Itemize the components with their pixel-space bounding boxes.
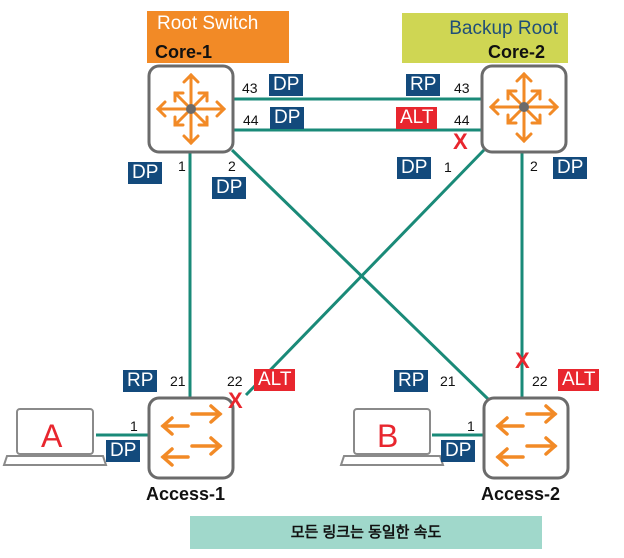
core1-port-43-role: DP [269,74,304,96]
host-a-laptop-icon[interactable] [2,408,108,466]
link-core1-access2 [230,148,490,401]
access2-port-1-role: DP [441,440,476,462]
core1-port-44-role: DP [270,107,305,129]
backup-root-label-box: Backup Root [402,13,568,63]
core1-port-1-number: 1 [178,158,186,174]
access2-port-21-role: RP [394,370,429,392]
link-core2-access1 [244,148,486,397]
access1-port-1-number: 1 [130,418,138,434]
core2-port-1-number: 1 [444,159,452,175]
host-a-label: A [41,418,63,454]
access1-port-1-role: DP [106,440,141,462]
access1-switch-icon[interactable] [147,396,235,480]
core1-name: Core-1 [155,42,213,62]
access2-port-21-number: 21 [440,373,456,389]
access1-port-21-role: RP [123,370,158,392]
access2-port-22-number: 22 [532,373,548,389]
host-b-laptop-icon[interactable] [339,408,445,466]
access1-port-22-number: 22 [227,373,243,389]
core1-port-44-number: 44 [243,112,259,128]
blocked-marker-access1-22: X [228,388,243,413]
access1-port-21-number: 21 [170,373,186,389]
root-switch-title: Root Switch [157,13,259,34]
access2-switch-icon[interactable] [482,396,570,480]
access2-port-1-number: 1 [467,418,475,434]
blocked-marker-core2-44: X [453,129,468,154]
core2-port-44-number: 44 [454,112,470,128]
link-speed-note: 모든 링크는 동일한 속도 [190,516,542,549]
root-switch-label-box: Root Switch [147,11,289,63]
core2-port-43-role: RP [406,74,441,96]
core1-port-43-number: 43 [242,80,258,96]
core2-port-1-role: DP [397,157,432,179]
core1-switch-icon[interactable] [147,64,235,154]
access1-port-22-role: ALT [254,369,296,391]
core2-switch-icon[interactable] [480,64,568,154]
core1-port-1-role: DP [128,162,163,184]
core1-port-2-number: 2 [228,158,236,174]
blocked-marker-access2-22: X [515,348,530,373]
core2-port-44-role: ALT [396,107,438,129]
core2-port-43-number: 43 [454,80,470,96]
backup-root-title: Backup Root [449,18,558,39]
access2-port-22-role: ALT [558,369,600,391]
host-b-label: B [377,418,398,454]
core1-port-2-role: DP [212,177,247,199]
access2-name: Access-2 [481,484,561,504]
core2-port-2-role: DP [553,157,588,179]
core2-name: Core-2 [488,42,546,62]
access1-name: Access-1 [146,484,226,504]
core2-port-2-number: 2 [530,158,538,174]
